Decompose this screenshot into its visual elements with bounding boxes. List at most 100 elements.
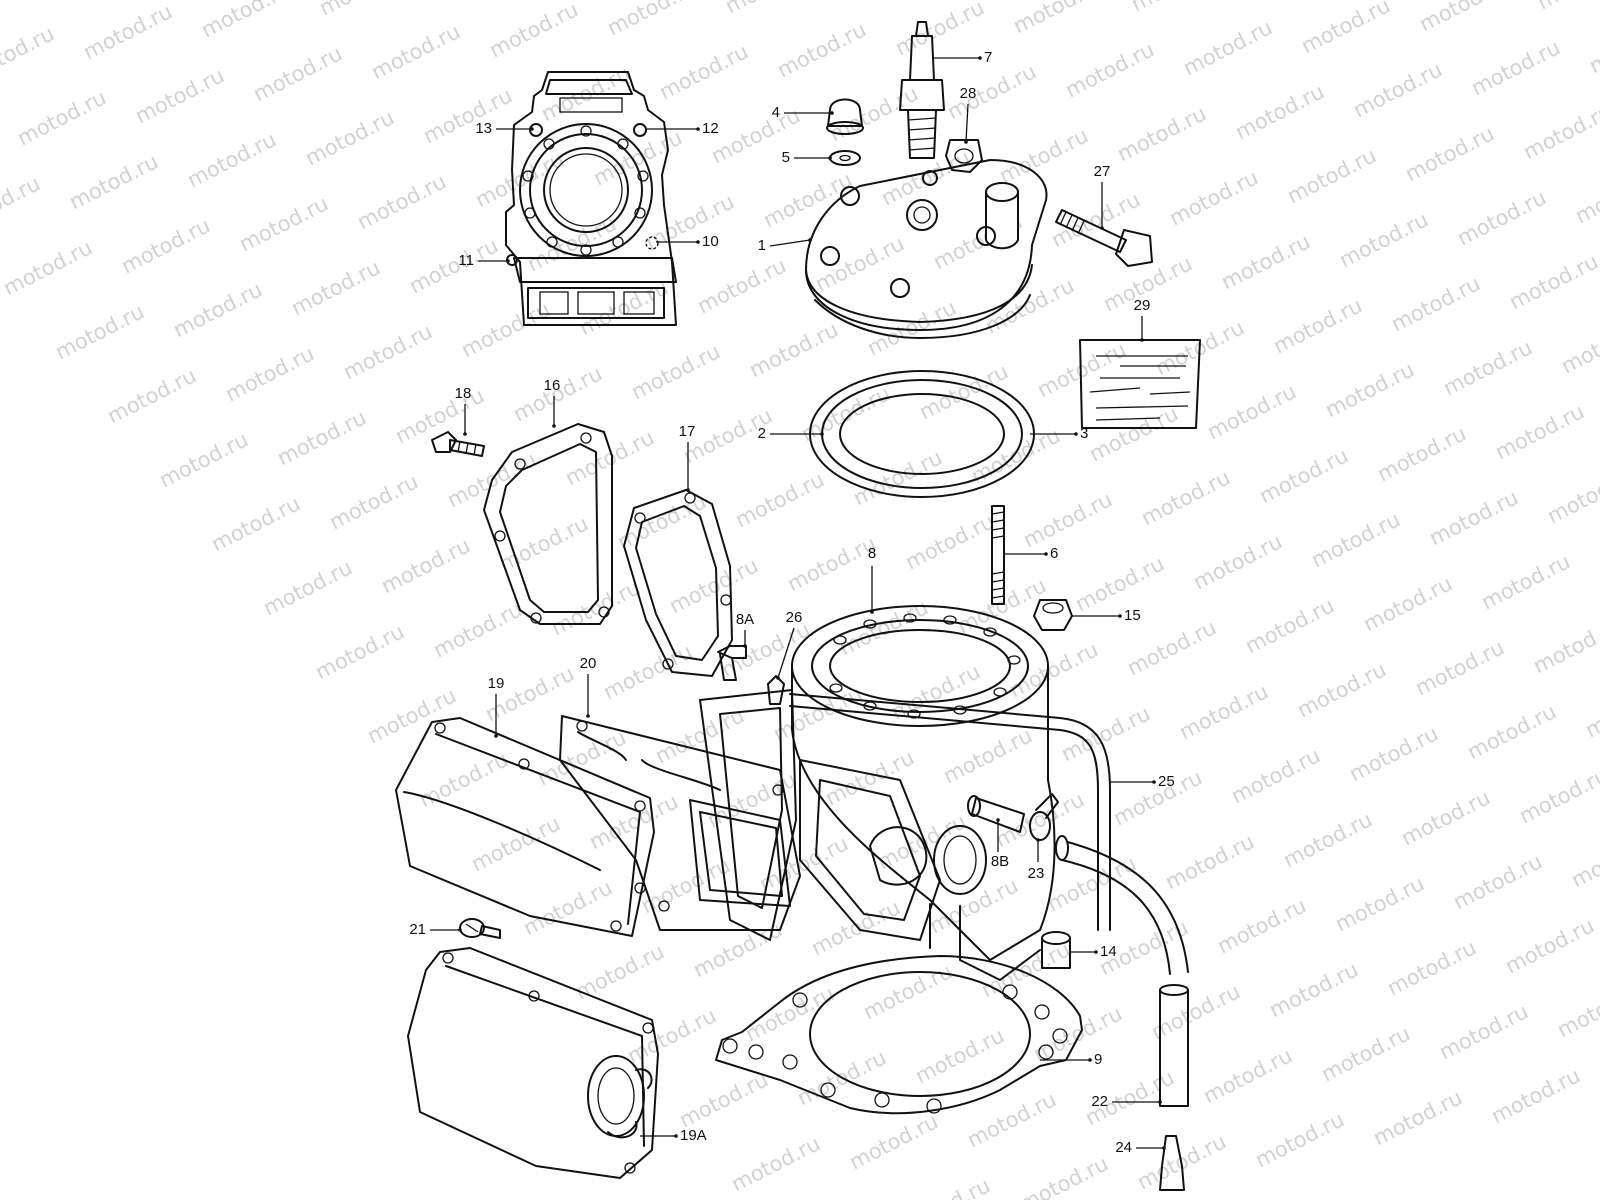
callout-24: 24 bbox=[1115, 1139, 1166, 1156]
watermark-text: motod.ru bbox=[1571, 163, 1600, 228]
leader-dot bbox=[458, 928, 462, 932]
watermark-text: motod.ru bbox=[1581, 677, 1600, 742]
callout-2: 2 bbox=[758, 425, 824, 442]
leader-dot bbox=[1118, 614, 1122, 618]
watermark-text: motod.ru bbox=[367, 19, 464, 84]
part-number-label: 12 bbox=[702, 120, 719, 137]
watermark-text: motod.ru bbox=[131, 63, 228, 128]
leader-dot bbox=[686, 488, 690, 492]
part-number-label: 19 bbox=[488, 675, 505, 692]
watermark-text: motod.ru bbox=[741, 981, 838, 1046]
leader-dot bbox=[1162, 1146, 1166, 1150]
callout-28: 28 bbox=[960, 85, 976, 144]
part-number-label: 13 bbox=[475, 120, 492, 137]
leader-dot bbox=[1158, 1100, 1162, 1104]
watermark-text: motod.ru bbox=[235, 191, 332, 256]
leader-dot bbox=[674, 1134, 678, 1138]
watermark-text: motod.ru bbox=[1425, 485, 1522, 550]
watermark-text: motod.ru bbox=[797, 381, 894, 446]
watermark-text: motod.ru bbox=[1015, 1151, 1112, 1200]
part-number-label: 25 bbox=[1158, 773, 1175, 790]
part-number-label: 2 bbox=[758, 425, 766, 442]
cylinder-body bbox=[699, 605, 1056, 981]
cap-nut bbox=[826, 98, 864, 135]
hose-clamp-23 bbox=[1029, 793, 1059, 841]
part-number-label: 20 bbox=[580, 655, 597, 672]
watermark-text: motod.ru bbox=[1009, 0, 1106, 38]
watermark-text: motod.ru bbox=[197, 0, 294, 42]
callout-16: 16 bbox=[544, 377, 560, 428]
watermark-text: motod.ru bbox=[963, 1087, 1060, 1152]
part-number-label: 23 bbox=[1028, 865, 1045, 882]
watermark-text: motod.ru bbox=[1439, 335, 1536, 400]
part-number-label: 9 bbox=[1094, 1051, 1102, 1068]
watermark-text: motod.ru bbox=[1061, 37, 1158, 102]
leader-dot bbox=[696, 240, 700, 244]
leader-dot bbox=[1044, 552, 1048, 556]
leader-dot bbox=[828, 156, 832, 160]
watermark-text: motod.ru bbox=[377, 533, 474, 598]
nipple-8b bbox=[967, 795, 1025, 833]
watermark-text: motod.ru bbox=[249, 41, 346, 106]
watermark-text: motod.ru bbox=[65, 149, 162, 214]
watermark-text: motod.ru bbox=[915, 359, 1012, 424]
watermark-text: motod.ru bbox=[1307, 507, 1404, 572]
watermark-text: motod.ru bbox=[1127, 0, 1224, 16]
part-number-label: 7 bbox=[984, 49, 992, 66]
watermark-text: motod.ru bbox=[1387, 271, 1484, 336]
watermark-text: motod.ru bbox=[953, 573, 1050, 638]
hex-nut-15 bbox=[1033, 599, 1073, 631]
cover-gasket-17 bbox=[623, 489, 733, 677]
collar-14 bbox=[1041, 931, 1071, 969]
bolt-27 bbox=[1055, 209, 1153, 267]
part-number-label: 17 bbox=[679, 423, 696, 440]
watermark-text: motod.ru bbox=[471, 147, 568, 212]
callout-29: 29 bbox=[1134, 297, 1151, 342]
exhaust-gasket bbox=[559, 715, 801, 931]
watermark-text: motod.ru bbox=[783, 531, 880, 596]
leader-dot bbox=[1074, 432, 1078, 436]
watermark-text: motod.ru bbox=[773, 17, 870, 82]
watermark-text: motod.ru bbox=[1349, 57, 1446, 122]
part-number-label: 22 bbox=[1091, 1093, 1108, 1110]
bolt-18 bbox=[431, 431, 485, 457]
watermark-text: motod.ru bbox=[655, 39, 752, 104]
part-number-label: 5 bbox=[782, 149, 790, 166]
watermark-text: motod.ru bbox=[693, 253, 790, 318]
watermark-text: motod.ru bbox=[1199, 1043, 1296, 1108]
part-number-label: 29 bbox=[1134, 297, 1151, 314]
watermark-text: motod.ru bbox=[943, 59, 1040, 124]
watermark-text: motod.ru bbox=[353, 169, 450, 234]
part-number-label: 8B bbox=[991, 853, 1009, 870]
callout-15: 15 bbox=[1072, 607, 1141, 624]
callout-20: 20 bbox=[580, 655, 597, 718]
callout-10: 10 bbox=[656, 233, 719, 250]
watermark-text: motod.ru bbox=[339, 319, 436, 384]
callout-19a: 19A bbox=[640, 1127, 707, 1144]
watermark-text: motod.ru bbox=[183, 127, 280, 192]
leader-dot bbox=[830, 111, 834, 115]
cover-gasket-16 bbox=[483, 423, 613, 625]
callout-9: 9 bbox=[1040, 1051, 1102, 1068]
watermark-text: motod.ru bbox=[485, 0, 582, 62]
leader-dot bbox=[1140, 338, 1144, 342]
watermark-text: motod.ru bbox=[1449, 849, 1546, 914]
leader-dot bbox=[870, 610, 874, 614]
watermark-text: motod.ru bbox=[623, 1003, 720, 1068]
part-number-label: 24 bbox=[1115, 1139, 1132, 1156]
part-number-label: 1 bbox=[758, 237, 766, 254]
watermark-text: motod.ru bbox=[1231, 79, 1328, 144]
watermark-text: motod.ru bbox=[1123, 615, 1220, 680]
watermark-text: motod.ru bbox=[117, 213, 214, 278]
part-number-label: 6 bbox=[1050, 545, 1058, 562]
leader-dot bbox=[996, 818, 1000, 822]
watermark-text: motod.ru bbox=[727, 1131, 824, 1196]
watermark-text: motod.ru bbox=[1595, 527, 1600, 592]
watermark-text: motod.ru bbox=[1553, 977, 1600, 1042]
part-number-label: 19A bbox=[680, 1127, 707, 1144]
watermark-text: motod.ru bbox=[981, 273, 1078, 338]
watermark-text: motod.ru bbox=[1345, 721, 1442, 786]
stud-bolt bbox=[991, 505, 1005, 605]
watermark-text: motod.ru bbox=[1279, 807, 1376, 872]
